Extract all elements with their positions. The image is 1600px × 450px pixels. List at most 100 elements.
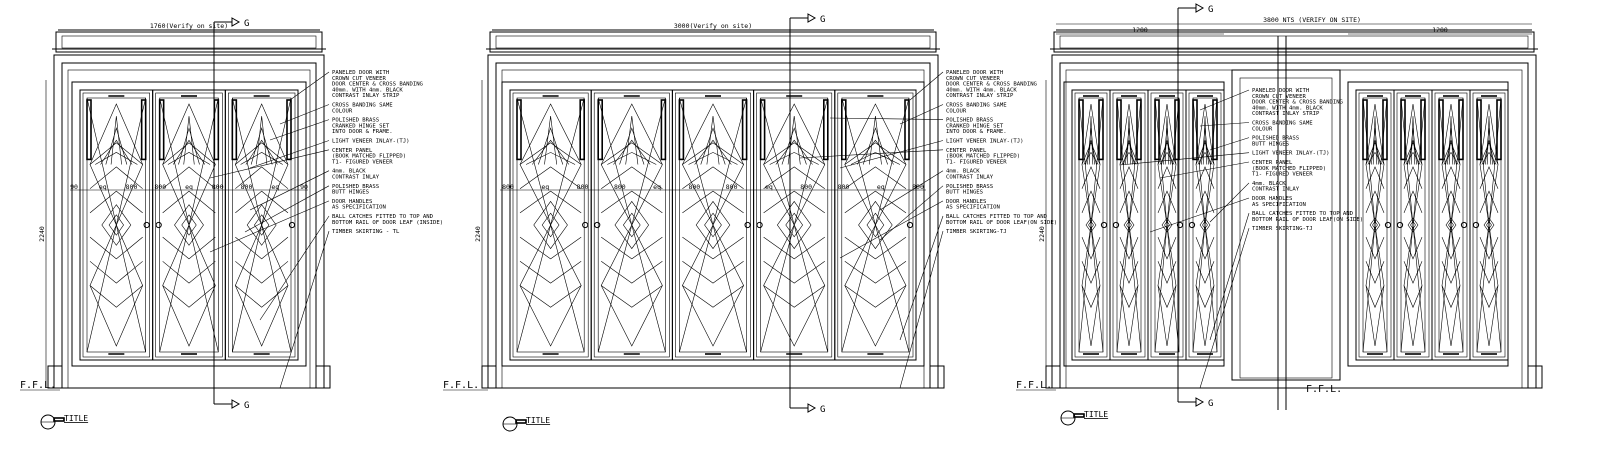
center-diamond-inner [1410, 221, 1416, 229]
leaf-panel [86, 97, 146, 353]
veneer-chevron [105, 127, 128, 165]
section-arrow [1195, 3, 1205, 13]
center-diamond-inner [181, 214, 197, 236]
note-text: BALL CATCHES FITTED TO TOP AND [332, 214, 434, 220]
door-leaf [1393, 89, 1433, 361]
veneer-chevron [844, 166, 907, 189]
center-diamond-inner [1448, 221, 1454, 229]
leader-line [249, 140, 330, 169]
veneer-chevron [235, 190, 289, 214]
note-text: 40mm. WITH 4mm. BLACK [332, 87, 403, 93]
veneer-chevron [775, 139, 813, 165]
eq-dimension: 800 [212, 183, 224, 191]
veneer-chevron [1441, 166, 1461, 189]
veneer-diagonal [597, 97, 666, 353]
leader-line [244, 185, 330, 233]
veneer-diagonal [516, 97, 585, 353]
veneer-chevron [250, 127, 273, 165]
veneer-chevron [1443, 151, 1459, 165]
note-text: T1- FIGURED VENEER [332, 159, 393, 165]
veneer-chevron [1365, 141, 1385, 165]
note-text: PANELED DOOR WITH [332, 70, 389, 76]
cross-banding-strip [1116, 99, 1122, 161]
veneer-diagonal [159, 97, 219, 353]
veneer-diagonal [1192, 97, 1218, 353]
leaf-panel [1192, 97, 1218, 353]
veneer-chevron [1195, 285, 1215, 309]
section-mark-top: G [1208, 5, 1213, 15]
veneer-chevron [856, 139, 894, 165]
veneer-chevron [1157, 141, 1177, 165]
veneer-chevron [763, 261, 825, 284]
veneer-chevron [1197, 151, 1213, 165]
width-dimension: 1760(Verify on site) [150, 22, 228, 30]
cross-banding-strip [1496, 99, 1502, 161]
veneer-chevron [844, 261, 907, 284]
leader-line [279, 104, 330, 125]
section-arrow [807, 13, 817, 23]
center-diamond [533, 200, 568, 250]
outer-frame [487, 54, 939, 389]
leaf-panel [679, 97, 747, 353]
note-text: CONTRAST INLAY STRIP [946, 93, 1014, 99]
veneer-chevron [235, 285, 289, 308]
veneer-chevron [183, 116, 195, 165]
note-text: 4mm. BLACK [332, 169, 366, 175]
leaf-panel [1362, 97, 1388, 353]
center-diamond-inner [1088, 221, 1094, 229]
door-leaf [1071, 89, 1111, 361]
veneer-chevron [1087, 128, 1095, 165]
cornice-box [489, 31, 937, 53]
veneer-chevron [1195, 236, 1215, 260]
cross-banding-strip [1136, 99, 1142, 161]
veneer-chevron [1085, 140, 1097, 165]
veneer-chevron [763, 190, 825, 214]
annotation-note: CENTER PANEL(BOOK MATCHED FLIPPED)T1- FI… [799, 148, 1020, 165]
veneer-diagonal [1438, 97, 1464, 353]
door-leaf [509, 89, 592, 361]
cross-banding-strip [213, 99, 220, 161]
cross-banding-strip [1438, 99, 1444, 161]
leader-line [259, 215, 330, 321]
leaf-panel [159, 97, 219, 353]
veneer-chevron [235, 142, 289, 165]
veneer-chevron [544, 116, 558, 165]
center-diamond-inner [623, 212, 641, 238]
eq-dimension: 800 [154, 183, 166, 191]
note-text: AS SPECIFICATION [1252, 202, 1306, 208]
veneer-chevron [1119, 190, 1139, 214]
veneer-diamond [600, 103, 663, 226]
annotation-note: TIMBER SKIRTING-TJ [899, 229, 1007, 389]
veneer-diamond [763, 224, 826, 347]
veneer-diamond [682, 224, 744, 347]
veneer-chevron [162, 190, 216, 214]
veneer-diagonal [1078, 97, 1104, 353]
door-handle [1472, 221, 1480, 229]
veneer-chevron [1195, 190, 1215, 214]
veneer-diamond [682, 103, 744, 226]
note-text: DOOR CENTER & CROSS BANDING [946, 82, 1038, 88]
title-bar [53, 417, 65, 422]
door-leaf [1355, 89, 1395, 361]
veneer-chevron [162, 236, 216, 260]
veneer-chevron [1365, 261, 1385, 284]
veneer-chevron [601, 190, 663, 214]
veneer-diamond [235, 103, 289, 226]
cross-banding-strip [1212, 99, 1218, 161]
note-text: LIGHT VENEER INLAY-(TJ) [946, 139, 1023, 145]
annotation-note: CENTER PANEL(BOOK MATCHED FLIPPED)T1- FI… [209, 148, 406, 179]
cross-banding-strip [86, 99, 92, 161]
cross-banding-strip [822, 99, 829, 161]
veneer-chevron [844, 190, 907, 214]
center-diamond-inner [1164, 221, 1170, 229]
timber-skirting [1527, 365, 1543, 389]
leaf-panel [1476, 97, 1502, 353]
center-diamond [777, 200, 812, 250]
leader-line [879, 185, 944, 241]
title-bar [515, 419, 527, 424]
veneer-chevron [172, 139, 206, 165]
